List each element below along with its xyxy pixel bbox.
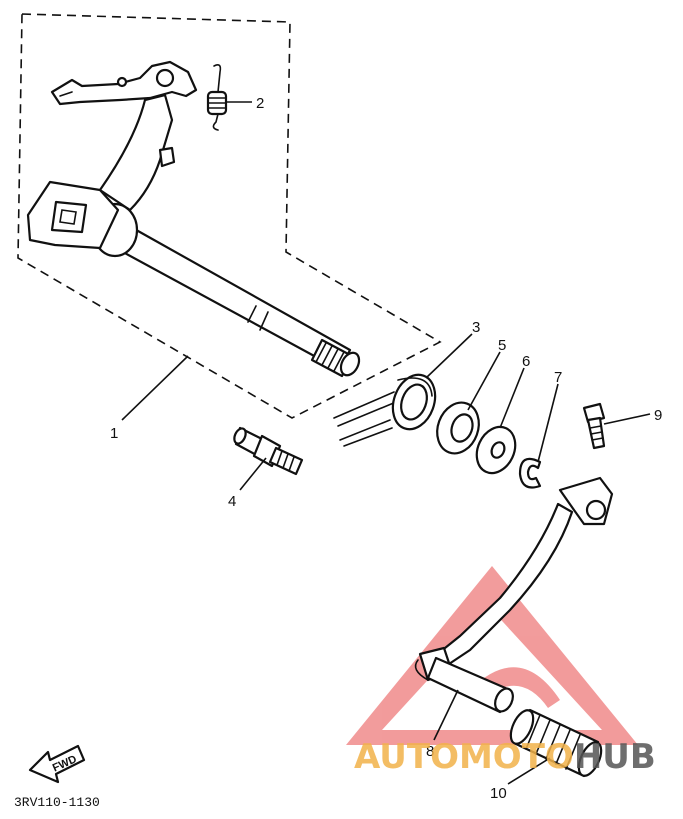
- leader-lines: [121, 101, 651, 785]
- callout-labels: 1 2 3 4 5 6 7 8 9 10: [110, 95, 662, 802]
- watermark-text-a: AUTOMOTO: [354, 737, 574, 777]
- watermark-inner-mark: [470, 667, 560, 708]
- callout-5: 5: [498, 337, 506, 354]
- spring-2: [206, 64, 228, 131]
- fwd-arrow: FWD: [28, 744, 86, 784]
- callout-6: 6: [522, 353, 530, 370]
- oil-seal-5: [436, 401, 480, 455]
- callout-1: 1: [110, 425, 118, 442]
- shift-shaft: [26, 60, 361, 378]
- callout-7: 7: [554, 369, 562, 386]
- washer-6: [475, 425, 517, 475]
- bolt-9: [582, 402, 606, 450]
- shift-pedal-8: [414, 476, 614, 714]
- callout-9: 9: [654, 407, 662, 424]
- watermark-triangle: [346, 566, 638, 745]
- callout-10: 10: [490, 785, 507, 802]
- callout-3: 3: [472, 319, 480, 336]
- callout-8: 8: [426, 743, 434, 760]
- watermark-text: AUTOMOTOHUB: [354, 737, 656, 777]
- callout-4: 4: [228, 493, 236, 510]
- watermark-text-b: HUB: [574, 737, 656, 777]
- circlip-7: [518, 457, 542, 489]
- pedal-rubber-10: [509, 708, 603, 778]
- watermark-logo: [346, 566, 638, 745]
- diagram-code: 3RV110-1130: [14, 795, 100, 810]
- stud-bolt-4: [233, 426, 304, 476]
- callout-2: 2: [256, 95, 264, 112]
- torsion-spring-3: [333, 373, 437, 447]
- assembly-dashed-outline: [17, 13, 442, 419]
